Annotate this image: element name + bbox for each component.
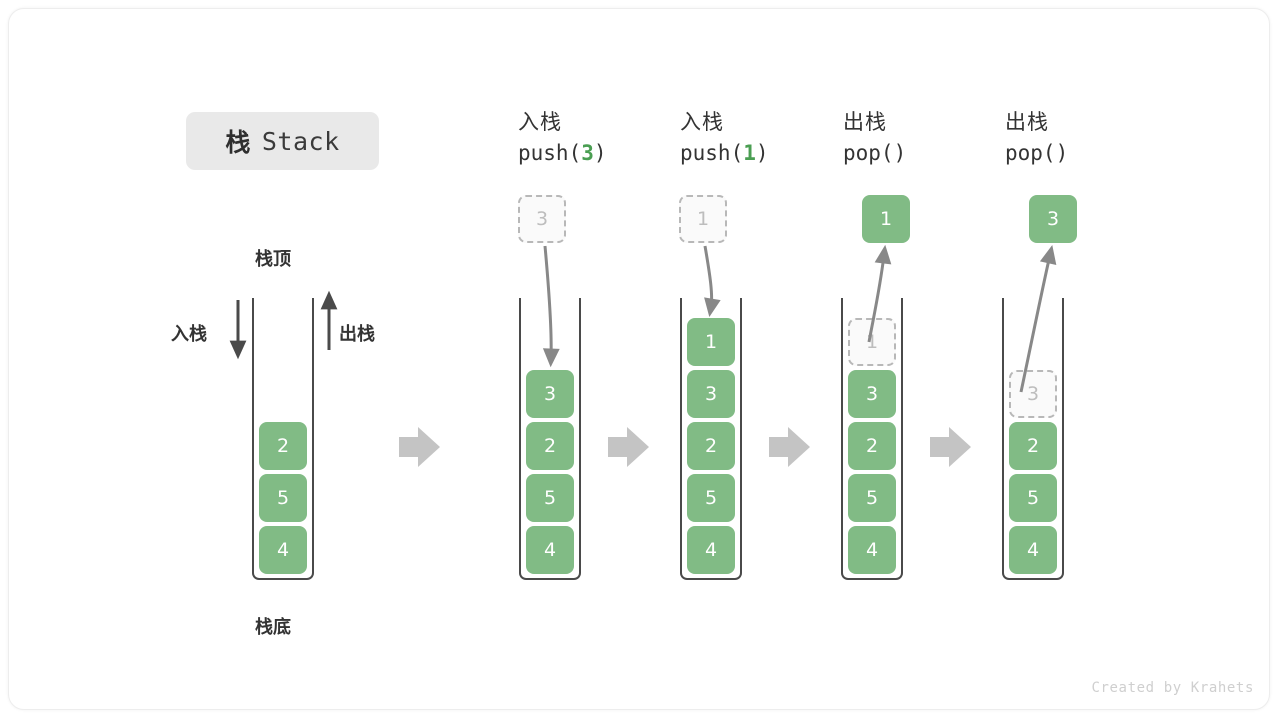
heading-code-push-3: push(3) xyxy=(518,137,607,169)
heading-cn-push-3: 入栈 xyxy=(518,110,562,134)
stack-column-push-3: 3 2 5 4 xyxy=(519,298,581,580)
title-english: Stack xyxy=(261,126,340,156)
heading-cn-pop-3: 出栈 xyxy=(1005,110,1049,134)
incoming-element-3: 3 xyxy=(518,195,566,243)
code-suffix: ) xyxy=(593,141,607,165)
stack-cell: 2 xyxy=(526,422,574,470)
stack-cell-vacated: 3 xyxy=(1009,370,1057,418)
stack-column-push-1: 1 3 2 5 4 xyxy=(680,298,742,580)
stack-cell: 5 xyxy=(848,474,896,522)
stack-cell: 5 xyxy=(259,474,307,522)
code-prefix: push( xyxy=(518,141,582,165)
stack-cell: 3 xyxy=(526,370,574,418)
code-arg: 3 xyxy=(581,141,594,165)
title-chinese: 栈 xyxy=(225,128,251,157)
stack-column-pop-3: 3 2 5 4 xyxy=(1002,298,1064,580)
stack-cell: 4 xyxy=(1009,526,1057,574)
code-suffix: ) xyxy=(755,141,769,165)
incoming-element-1: 1 xyxy=(679,195,727,243)
stack-cell: 5 xyxy=(1009,474,1057,522)
stack-cell: 2 xyxy=(259,422,307,470)
stack-cell: 5 xyxy=(526,474,574,522)
column-heading-push-3: 入栈 push(3) xyxy=(518,107,607,169)
label-pop-side: 出栈 xyxy=(339,324,375,345)
heading-cn-pop-1: 出栈 xyxy=(843,110,887,134)
stack-cell: 3 xyxy=(687,370,735,418)
stack-cell: 4 xyxy=(526,526,574,574)
heading-code-push-1: push(1) xyxy=(680,137,769,169)
stack-cell: 1 xyxy=(687,318,735,366)
label-stack-bottom: 栈底 xyxy=(255,617,291,638)
stack-column-initial: 2 5 4 xyxy=(252,298,314,580)
code-prefix: pop( xyxy=(1005,141,1056,165)
heading-code-pop-1: pop() xyxy=(843,137,906,169)
heading-code-pop-3: pop() xyxy=(1005,137,1068,169)
stack-cell: 5 xyxy=(687,474,735,522)
code-suffix: ) xyxy=(1055,141,1069,165)
code-prefix: push( xyxy=(680,141,744,165)
stack-cell: 4 xyxy=(848,526,896,574)
code-suffix: ) xyxy=(893,141,907,165)
stack-cell: 2 xyxy=(687,422,735,470)
code-prefix: pop( xyxy=(843,141,894,165)
diagram-title: 栈 Stack xyxy=(186,112,379,170)
watermark-credit: Created by Krahets xyxy=(1091,680,1254,696)
stack-cell: 4 xyxy=(259,526,307,574)
stack-cell: 4 xyxy=(687,526,735,574)
label-stack-top: 栈顶 xyxy=(255,249,291,270)
stack-cell-vacated: 1 xyxy=(848,318,896,366)
stack-column-pop-1: 1 3 2 5 4 xyxy=(841,298,903,580)
column-heading-push-1: 入栈 push(1) xyxy=(680,107,769,169)
stack-cell: 3 xyxy=(848,370,896,418)
code-arg: 1 xyxy=(743,141,756,165)
label-push-side: 入栈 xyxy=(171,324,207,345)
popped-element-1: 1 xyxy=(862,195,910,243)
column-heading-pop-1: 出栈 pop() xyxy=(843,107,906,169)
popped-element-3: 3 xyxy=(1029,195,1077,243)
column-heading-pop-3: 出栈 pop() xyxy=(1005,107,1068,169)
heading-cn-push-1: 入栈 xyxy=(680,110,724,134)
stack-cell: 2 xyxy=(848,422,896,470)
stack-cell: 2 xyxy=(1009,422,1057,470)
